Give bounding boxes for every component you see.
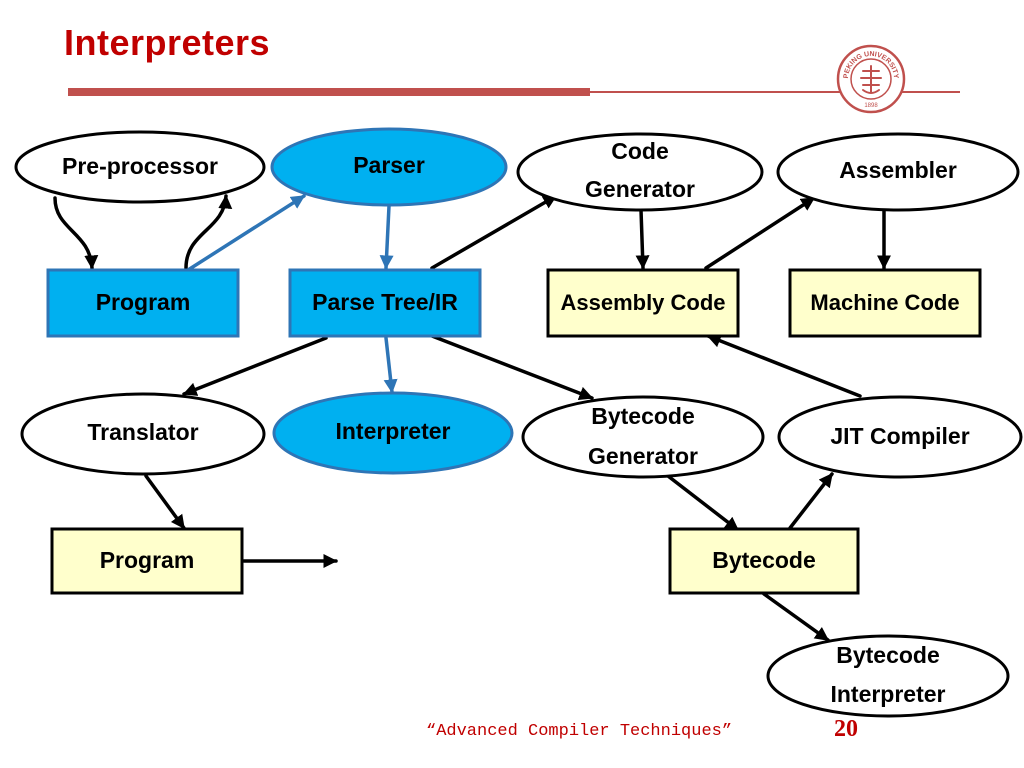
node-assembly-code	[546, 268, 740, 338]
node-machine-code-label: Machine Code	[810, 290, 959, 315]
node-bytecode-generator	[521, 395, 765, 479]
node-translator-label: Translator	[87, 419, 198, 445]
node-translator	[20, 392, 266, 476]
arrow-jit-compiler-to-assembly-code	[706, 334, 862, 398]
node-program-output	[50, 527, 244, 595]
node-preprocessor	[14, 130, 266, 204]
arrow-code-generator-to-assembly-code	[635, 208, 650, 270]
arrow-bytecode-generator-to-bytecode	[666, 474, 740, 532]
node-bytecode-interpreter-line1: Bytecode	[836, 642, 940, 668]
arrow-parse-tree-to-interpreter	[383, 336, 398, 394]
node-code-generator	[516, 132, 764, 212]
node-interpreter-label: Interpreter	[335, 418, 450, 444]
arrow-parse-tree-to-translator	[182, 336, 328, 396]
arrow-program-to-preprocessor	[184, 194, 233, 270]
page-number: 20	[834, 716, 858, 742]
node-parse-tree	[288, 268, 482, 338]
arrow-parse-tree-to-bytecode-generator	[430, 334, 594, 400]
node-program-output-label: Program	[100, 547, 195, 573]
arrow-bytecode-to-jit-compiler	[788, 472, 834, 530]
node-assembler-label: Assembler	[839, 157, 957, 183]
node-parser-label: Parser	[353, 152, 425, 178]
node-parse-tree-label: Parse Tree/IR	[312, 289, 458, 315]
node-bytecode	[668, 527, 860, 595]
arrow-parse-tree-to-code-generator	[430, 194, 558, 270]
node-interpreter	[272, 391, 514, 475]
title-underline-thin	[590, 91, 960, 93]
node-bytecode-generator-line1: Bytecode	[591, 403, 695, 429]
arrow-bytecode-to-bytecode-interpreter	[762, 592, 830, 642]
node-machine-code	[788, 268, 982, 338]
arrow-translator-to-program	[144, 474, 186, 530]
node-program-input	[46, 268, 240, 338]
node-program-input-label: Program	[96, 289, 191, 315]
node-assembler	[776, 132, 1020, 212]
arrow-parser-to-parse-tree	[379, 204, 394, 270]
title-underline-thick	[68, 88, 590, 96]
node-bytecode-label: Bytecode	[712, 547, 816, 573]
node-assembly-code-label: Assembly Code	[560, 290, 725, 315]
node-jit-compiler	[777, 395, 1023, 479]
node-parser	[270, 127, 508, 207]
node-code-generator-line1: Code	[611, 138, 669, 164]
slide-title: Interpreters	[64, 22, 271, 63]
arrow-program-to-parser	[186, 194, 306, 272]
peking-university-seal-icon: PEKING UNIVERSITY 1898	[836, 44, 906, 114]
node-bytecode-interpreter-line2: Interpreter	[830, 681, 945, 707]
node-bytecode-generator-line2: Generator	[588, 443, 698, 469]
arrow-assembly-code-to-assembler	[704, 196, 816, 270]
arrow-preprocessor-to-program	[53, 196, 99, 270]
node-preprocessor-label: Pre-processor	[62, 153, 218, 179]
slide-footer: “Advanced Compiler Techniques”	[426, 722, 733, 741]
node-code-generator-line2: Generator	[585, 176, 695, 202]
node-bytecode-interpreter	[766, 634, 1010, 718]
seal-year: 1898	[864, 103, 878, 109]
node-jit-compiler-label: JIT Compiler	[830, 423, 969, 449]
